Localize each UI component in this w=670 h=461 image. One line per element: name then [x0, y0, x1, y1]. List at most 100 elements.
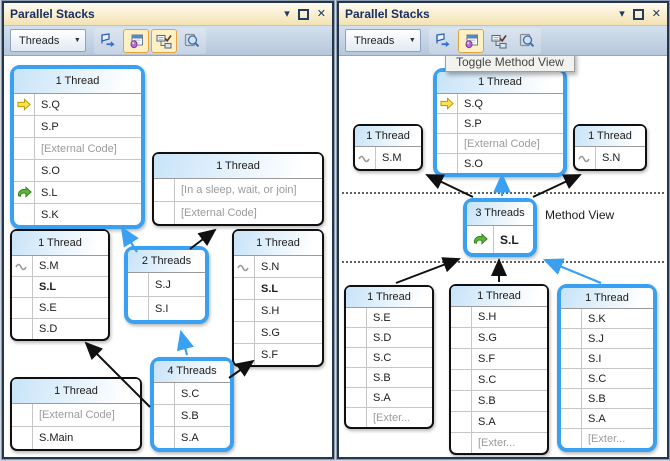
stack-frame-row[interactable]: S.P — [14, 115, 141, 137]
thread-count-header[interactable]: 1 Thread — [14, 69, 141, 94]
stack-frame-row[interactable]: S.C — [451, 369, 547, 390]
toggle-method-view-button[interactable] — [458, 28, 485, 53]
stack-frame-row[interactable]: [External Code] — [12, 404, 140, 426]
show-only-flagged-button[interactable] — [430, 29, 456, 53]
float-window-icon[interactable] — [297, 8, 309, 20]
stack-frame-row[interactable]: S.O — [14, 159, 141, 181]
stack-frame-row[interactable]: S.N — [575, 147, 645, 169]
stack-frame-row[interactable]: S.L — [467, 226, 533, 253]
stack-frame-row[interactable]: S.A — [561, 408, 653, 428]
stack-frame-row[interactable]: S.K — [14, 203, 141, 225]
stack-frame-row[interactable]: S.Q — [437, 94, 563, 113]
panel-titlebar[interactable]: Parallel Stacks ▾ ✕ — [4, 3, 332, 26]
thread-count-header[interactable]: 1 Thread — [355, 126, 421, 147]
stack-frame-row[interactable]: S.O — [437, 153, 563, 173]
thread-count-header[interactable]: 1 Thread — [575, 126, 645, 147]
autoscroll-to-current-frame-button[interactable] — [151, 28, 178, 53]
stack-frame-row[interactable]: S.J — [128, 273, 205, 296]
chevron-down-icon: ▼ — [408, 37, 416, 44]
thread-count-header[interactable]: 1 Thread — [12, 231, 108, 256]
stack-frame-row[interactable]: S.L — [12, 276, 108, 297]
thread-count-header[interactable]: 1 Thread — [451, 286, 547, 307]
thread-count-header[interactable]: 2 Threads — [128, 250, 205, 273]
window-menu-icon[interactable]: ▾ — [619, 7, 625, 20]
stack-frame-row[interactable]: S.C — [346, 347, 432, 367]
thread-count-header[interactable]: 1 Thread — [437, 72, 563, 94]
stack-frame-row[interactable]: S.A — [451, 411, 547, 432]
stack-frame-row[interactable]: [Exter... — [346, 407, 432, 427]
stack-frame-row[interactable]: S.M — [12, 256, 108, 276]
stack-frame-row[interactable]: [External Code] — [14, 137, 141, 159]
stack-frame-row[interactable]: S.F — [451, 348, 547, 369]
stack-frame-row[interactable]: S.N — [234, 256, 322, 277]
thread-count-header[interactable]: 1 Thread — [561, 288, 653, 309]
stack-frame-row[interactable]: S.C — [154, 383, 230, 404]
toggle-zoom-control-button[interactable] — [514, 29, 540, 53]
stack-frame-row[interactable]: S.L — [14, 181, 141, 203]
thread-count-header[interactable]: 1 Thread — [234, 231, 322, 256]
stack-frame-row[interactable]: S.I — [128, 296, 205, 320]
stack-frame-row[interactable]: S.B — [346, 367, 432, 387]
stack-frame-row[interactable]: S.J — [561, 328, 653, 348]
stack-frame-row[interactable]: S.A — [154, 426, 230, 448]
autoscroll-to-current-frame-button[interactable] — [486, 29, 512, 53]
thread-count-header[interactable]: 1 Thread — [154, 154, 322, 179]
stack-frame-row[interactable]: S.M — [355, 147, 421, 169]
stack-frame-row[interactable]: S.A — [346, 387, 432, 407]
close-icon[interactable]: ✕ — [316, 7, 326, 20]
stack-frame-row[interactable]: S.G — [234, 321, 322, 343]
thread-count-header[interactable]: 4 Threads — [154, 361, 230, 383]
stack-frame-row[interactable]: S.P — [437, 113, 563, 133]
stack-frame-row[interactable]: S.D — [346, 327, 432, 347]
stack-frame-row[interactable]: S.D — [12, 318, 108, 339]
stack-frame-row[interactable]: S.E — [346, 308, 432, 327]
show-only-flagged-button[interactable] — [95, 29, 121, 53]
close-icon[interactable]: ✕ — [651, 7, 661, 20]
toggle-zoom-control-button[interactable] — [179, 29, 205, 53]
stack-frame-row[interactable]: S.B — [154, 404, 230, 426]
toggle-method-view-button[interactable] — [123, 28, 150, 53]
stack-frame-row[interactable]: [External Code] — [437, 133, 563, 153]
stack-frame-row[interactable]: S.Main — [12, 426, 140, 449]
stack-frame-row[interactable]: S.L — [234, 277, 322, 299]
stack-frame-row[interactable]: [In a sleep, wait, or join] — [154, 179, 322, 201]
thread-count-header[interactable]: 3 Threads — [467, 202, 533, 226]
stack-frame-row[interactable]: S.H — [234, 299, 322, 321]
stack-frame-row[interactable]: [Exter... — [451, 432, 547, 453]
stack-frame-row[interactable]: S.E — [12, 297, 108, 318]
stack-box-main[interactable]: 1 Thread [External Code]S.Main — [10, 377, 142, 451]
stack-frame-row[interactable]: S.F — [234, 343, 322, 365]
stack-frame-row[interactable]: S.Q — [14, 94, 141, 115]
stack-box-sm[interactable]: 1 Thread S.M — [353, 124, 423, 171]
stack-box-3threads[interactable]: 3 Threads S.L — [463, 198, 537, 257]
view-selector-dropdown[interactable]: Threads ▼ — [345, 29, 422, 52]
stack-frame-row[interactable]: S.I — [561, 348, 653, 368]
stack-frame-row[interactable]: S.G — [451, 327, 547, 348]
stack-frame-row[interactable]: [External Code] — [154, 201, 322, 224]
stack-frame-row[interactable]: S.B — [451, 390, 547, 411]
stack-frame-row[interactable]: S.B — [561, 388, 653, 408]
view-selector-dropdown[interactable]: Threads ▼ — [10, 29, 87, 52]
stack-frame-row[interactable]: S.K — [561, 309, 653, 328]
thread-count-header[interactable]: 1 Thread — [12, 379, 140, 404]
stack-box-sn[interactable]: 1 Thread S.N — [573, 124, 647, 171]
stack-frame-row[interactable]: S.C — [561, 368, 653, 388]
thread-count-header[interactable]: 1 Thread — [346, 287, 432, 308]
stack-frame-row[interactable]: [Exter... — [561, 428, 653, 448]
stack-frame-row[interactable]: S.H — [451, 307, 547, 327]
window-menu-icon[interactable]: ▾ — [284, 7, 290, 20]
stack-box-sleep[interactable]: 1 Thread [In a sleep, wait, or join][Ext… — [152, 152, 324, 226]
panel-titlebar[interactable]: Parallel Stacks ▾ ✕ — [339, 3, 667, 26]
float-window-icon[interactable] — [632, 8, 644, 20]
